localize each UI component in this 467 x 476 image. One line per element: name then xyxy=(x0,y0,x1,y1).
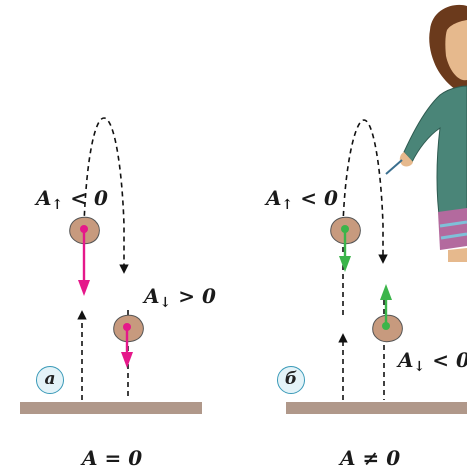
ground-b xyxy=(286,402,467,414)
girl-skirt xyxy=(438,208,467,250)
work-down-label-a: A↓ > 0 xyxy=(144,286,216,310)
force-arrowhead-down-b xyxy=(380,284,392,300)
force-arrowhead-up-b xyxy=(339,256,351,272)
throw-line xyxy=(386,160,402,174)
force-arrowhead-up-a xyxy=(78,280,90,296)
panel-badge-b: б xyxy=(277,366,305,394)
work-up-label-b: A↑ < 0 xyxy=(266,188,338,212)
total-work-label-a: A = 0 xyxy=(82,448,142,468)
work-up-label-a: A↑ < 0 xyxy=(36,188,108,212)
girl-jacket xyxy=(404,86,467,222)
ground-a xyxy=(20,402,202,414)
girl-legs xyxy=(448,248,467,262)
panel-badge-a: а xyxy=(36,366,64,394)
force-arrowhead-down-a xyxy=(121,352,133,368)
girl-illustration xyxy=(386,5,467,262)
total-work-label-b: A ≠ 0 xyxy=(340,448,400,468)
work-down-label-b: A↓ < 0 xyxy=(398,350,467,374)
